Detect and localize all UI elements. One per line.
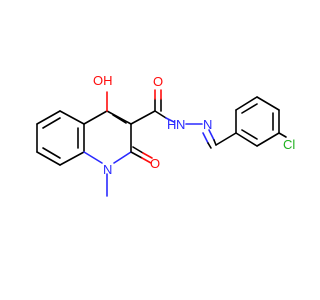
bond-o	[141, 157, 152, 164]
bond	[59, 151, 85, 166]
molecule-drawing: OH O H N N N O Cl	[36, 73, 295, 197]
bond-n	[208, 129, 215, 141]
bond	[207, 142, 212, 149]
bond	[130, 110, 156, 125]
bond	[235, 132, 258, 147]
bond	[256, 132, 280, 147]
bond-n	[83, 151, 103, 164]
bond-inner	[241, 103, 258, 114]
bond	[213, 139, 217, 146]
bond-inner	[42, 117, 61, 129]
bond	[59, 110, 85, 125]
bond	[256, 96, 280, 111]
atom-n-hydrazone-label: N	[203, 117, 212, 132]
bond	[83, 110, 108, 125]
bond	[106, 110, 132, 125]
bond	[130, 151, 143, 159]
atom-o-ketone-label: O	[150, 156, 160, 171]
bond-inner	[42, 147, 61, 159]
structure-canvas: OH O H N N N O Cl	[36, 73, 296, 197]
bond-o	[142, 152, 153, 159]
bond-inner	[112, 114, 127, 124]
bond	[154, 110, 167, 119]
bond-n	[202, 132, 209, 144]
bond	[132, 146, 144, 154]
bond	[36, 110, 61, 125]
bond	[235, 96, 258, 111]
bond	[278, 132, 287, 138]
atom-nh-h-label: H	[167, 117, 176, 132]
bond-n	[165, 117, 175, 123]
atom-o-amide-label: O	[153, 74, 163, 89]
atom-n-ring-label: N	[103, 162, 112, 177]
atom-oh-label: OH	[93, 73, 113, 88]
bond-n	[113, 151, 132, 164]
bond	[36, 151, 61, 166]
atom-cl-label: Cl	[283, 137, 295, 152]
bond-inner	[241, 129, 258, 140]
bond	[215, 132, 237, 146]
atom-nh-n-label: N	[176, 117, 185, 132]
